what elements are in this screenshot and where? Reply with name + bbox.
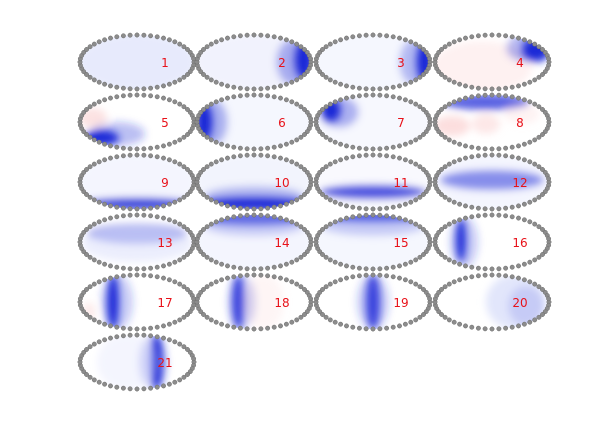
topomap-panel-2: 2: [194, 32, 314, 92]
heat-pattern: [357, 275, 389, 329]
heat-pattern: [197, 155, 311, 209]
panel-label: 8: [516, 116, 524, 130]
heat-pattern: [435, 155, 549, 209]
panel-label: 7: [397, 116, 405, 130]
topomap-panel-5: 5: [77, 92, 197, 152]
heat-pattern: [97, 335, 167, 389]
panel-label: 20: [512, 296, 527, 310]
panel-label: 21: [157, 356, 172, 370]
heat-pattern: [316, 215, 430, 269]
electrode-dots: [313, 272, 433, 332]
topomap-panel-13: 13: [77, 212, 197, 272]
heat-pattern: [316, 95, 430, 149]
electrode-dots: [194, 32, 314, 92]
heat-pattern: [450, 216, 478, 268]
electrode-dots: [77, 152, 197, 212]
heat-pattern: [435, 95, 540, 136]
electrode-dots: [432, 152, 552, 212]
topomap-panel-10: 10: [194, 152, 314, 212]
topomap-panel-17: 17: [77, 272, 197, 332]
topomap-panel-7: 7: [313, 92, 433, 152]
panel-label: 12: [512, 176, 527, 190]
heat-pattern: [228, 275, 284, 329]
panel-label: 2: [278, 56, 286, 70]
heat-pattern: [80, 108, 145, 146]
panel-label: 4: [516, 56, 524, 70]
panel-label: 17: [157, 296, 172, 310]
panel-label: 16: [512, 236, 527, 250]
topomap-panel-20: 20: [432, 272, 552, 332]
heat-pattern: [197, 35, 311, 89]
topomap-panel-1: 1: [77, 32, 197, 92]
electrode-dots: [194, 92, 314, 152]
panel-label: 13: [157, 236, 172, 250]
electrode-dots: [432, 212, 552, 272]
topomap-panel-19: 19: [313, 272, 433, 332]
electrode-dots: [313, 212, 433, 272]
topomap-panel-21: 21: [77, 332, 197, 392]
heat-pattern: [316, 35, 430, 89]
panel-label: 14: [274, 236, 289, 250]
panel-label: 9: [161, 176, 169, 190]
heat-pattern: [80, 35, 194, 89]
panel-label: 6: [278, 116, 286, 130]
panel-label: 10: [274, 176, 289, 190]
heat-pattern: [197, 95, 311, 149]
heat-pattern: [316, 155, 430, 209]
heat-pattern: [81, 224, 193, 262]
electrode-dots: [432, 272, 552, 332]
electrode-dots: [194, 152, 314, 212]
topomap-panel-12: 12: [432, 152, 552, 212]
heat-pattern: [486, 275, 546, 329]
topomap-panel-3: 3: [313, 32, 433, 92]
panel-label: 19: [393, 296, 408, 310]
panel-label: 18: [274, 296, 289, 310]
panel-label: 1: [161, 56, 169, 70]
electrode-dots: [194, 272, 314, 332]
topomap-panel-8: 8: [432, 92, 552, 152]
electrode-dots: [313, 32, 433, 92]
panel-label: 5: [161, 116, 169, 130]
electrode-dots: [194, 212, 314, 272]
electrode-dots: [313, 92, 433, 152]
topomap-panel-9: 9: [77, 152, 197, 212]
topomap-panel-16: 16: [432, 212, 552, 272]
electrode-dots: [432, 32, 552, 92]
panel-label: 3: [397, 56, 405, 70]
electrode-dots: [77, 212, 197, 272]
electrode-dots: [313, 152, 433, 212]
topomap-panel-4: 4: [432, 32, 552, 92]
panel-label: 11: [393, 176, 408, 190]
topomap-panel-15: 15: [313, 212, 433, 272]
heat-pattern: [197, 215, 311, 269]
electrode-dots: [77, 92, 197, 152]
electrode-dots: [77, 332, 197, 392]
electrode-dots: [432, 92, 552, 152]
topomap-panel-11: 11: [313, 152, 433, 212]
panel-label: 15: [393, 236, 408, 250]
topomap-panel-18: 18: [194, 272, 314, 332]
electrode-dots: [77, 32, 197, 92]
head-outline-fill: [80, 275, 194, 329]
topomap-panel-14: 14: [194, 212, 314, 272]
heat-pattern: [80, 155, 194, 209]
electrode-dots: [77, 272, 197, 332]
topomap-panel-6: 6: [194, 92, 314, 152]
